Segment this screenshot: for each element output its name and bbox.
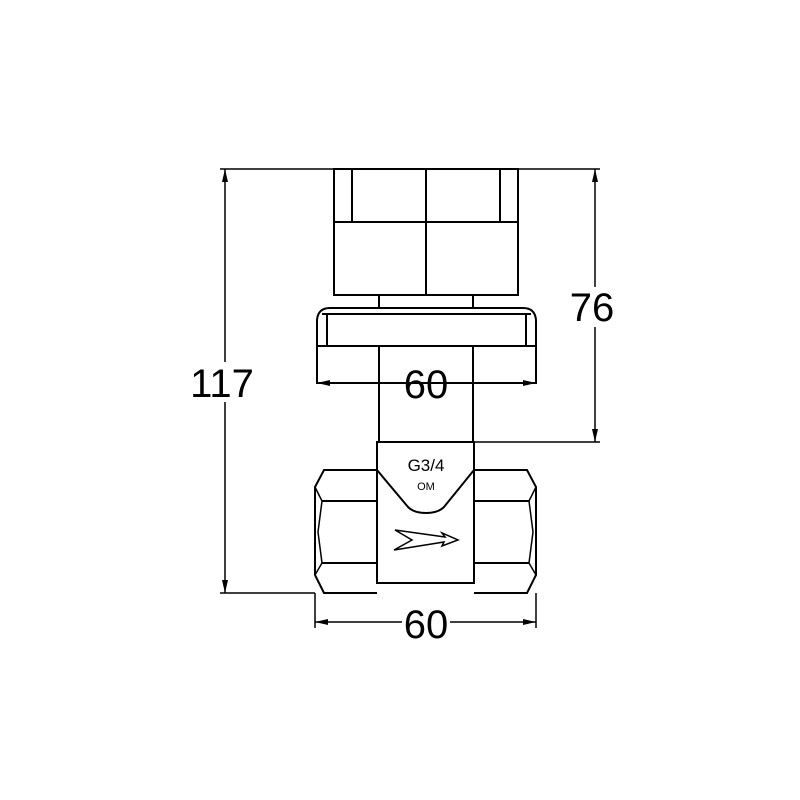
- body-code-label: OM: [417, 481, 435, 493]
- dimension-60-body-label: 60: [404, 603, 449, 647]
- stem-upper: [378, 295, 474, 308]
- dimension-76-label: 76: [570, 286, 615, 330]
- dimension-cap-width: 60: [317, 363, 536, 407]
- stem-lower: [378, 346, 474, 442]
- flow-direction-arrow-icon: [393, 529, 460, 551]
- hex-end-right: [474, 469, 537, 594]
- dimension-total-height: 117: [190, 168, 600, 594]
- dimension-60-cap-label: 60: [404, 363, 449, 407]
- hex-end-left: [314, 469, 377, 594]
- dimension-117-label: 117: [190, 362, 254, 406]
- dimension-upper-height: 76: [474, 169, 620, 443]
- handle: [333, 168, 519, 296]
- thread-size-label: G3/4: [408, 456, 445, 475]
- dimension-body-width: 60: [314, 593, 537, 647]
- valve-body: G3/4 OM: [376, 441, 475, 584]
